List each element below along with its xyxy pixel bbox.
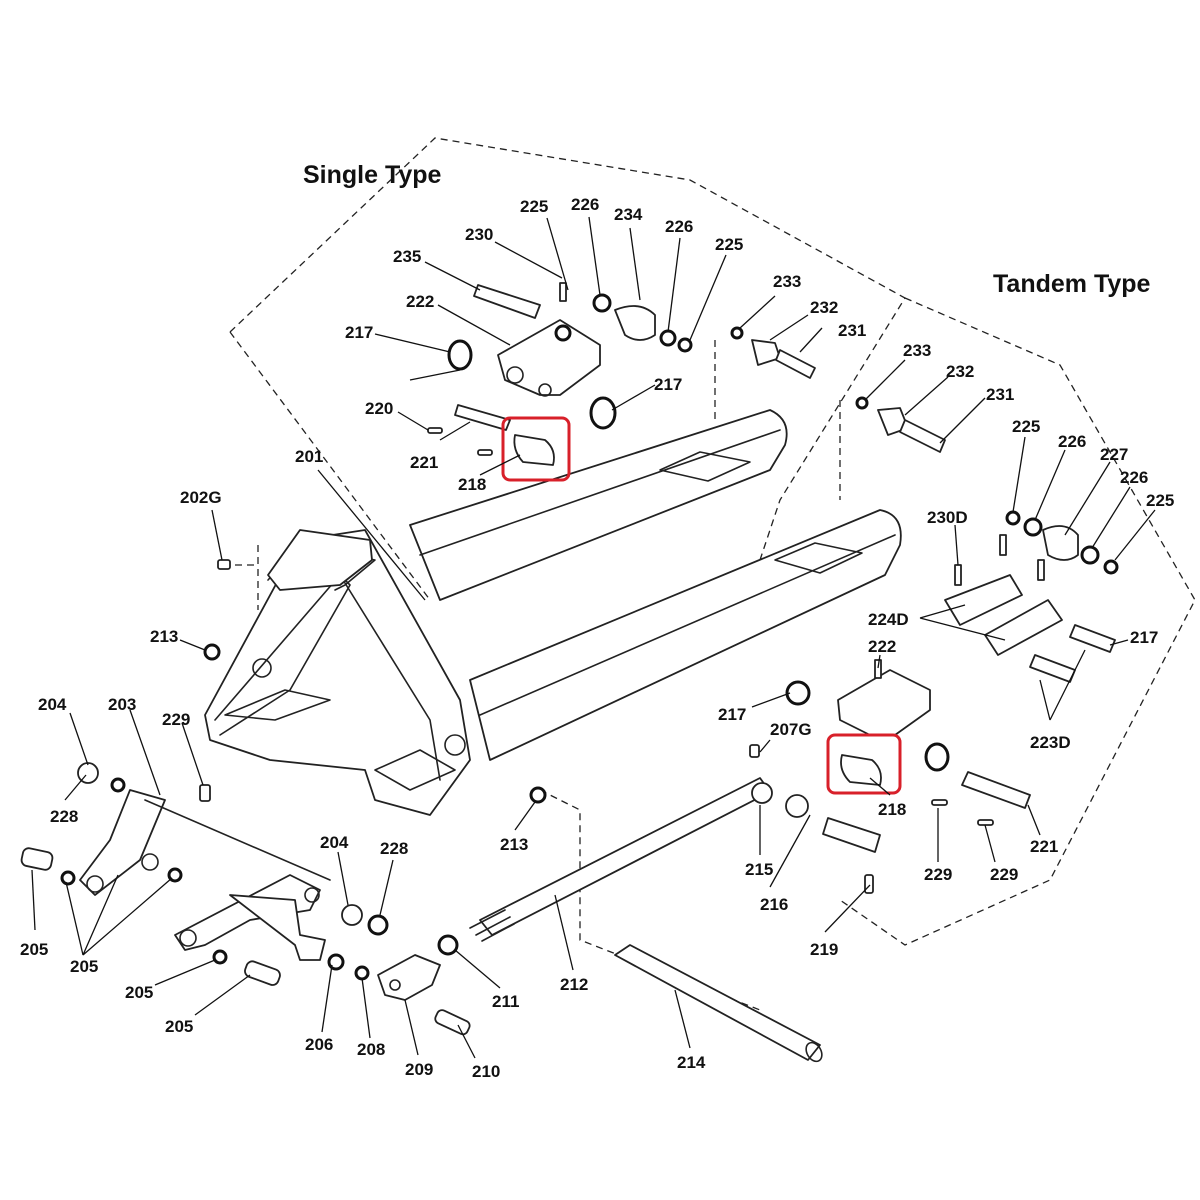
- label-219: 219: [810, 940, 838, 959]
- label-232: 232: [946, 362, 974, 381]
- title-tandem-type: Tandem Type: [993, 270, 1151, 298]
- label-202G: 202G: [180, 488, 222, 507]
- label-230: 230: [465, 225, 493, 244]
- label-204: 204: [320, 833, 349, 852]
- label-224D: 224D: [868, 610, 909, 629]
- label-217: 217: [718, 705, 746, 724]
- label-229: 229: [990, 865, 1018, 884]
- push-rod-212: [437, 777, 771, 956]
- label-204: 204: [38, 695, 67, 714]
- label-214: 214: [677, 1053, 706, 1072]
- label-211: 211: [492, 992, 519, 1011]
- tandem-wheel-assembly: [785, 396, 1119, 826]
- label-222: 222: [868, 637, 896, 656]
- upper-dashed-link: [235, 340, 716, 610]
- label-220: 220: [365, 399, 393, 418]
- label-216: 216: [760, 895, 788, 914]
- label-233: 233: [903, 341, 931, 360]
- label-225: 225: [1146, 491, 1174, 510]
- label-206: 206: [305, 1035, 333, 1054]
- label-217: 217: [345, 323, 373, 342]
- label-218: 218: [458, 475, 486, 494]
- label-213: 213: [500, 835, 528, 854]
- label-213: 213: [150, 627, 178, 646]
- label-235: 235: [393, 247, 421, 266]
- label-231: 231: [838, 321, 866, 340]
- label-227: 227: [1100, 445, 1128, 464]
- label-229: 229: [924, 865, 952, 884]
- single-wheel-assembly: [427, 282, 816, 466]
- highlight-218-tandem: [826, 733, 902, 795]
- label-201: 201: [295, 447, 323, 466]
- label-226: 226: [1120, 468, 1148, 487]
- label-217: 217: [1130, 628, 1158, 647]
- label-234: 234: [614, 205, 643, 224]
- axle-214: [614, 944, 823, 1063]
- label-222: 222: [406, 292, 434, 311]
- label-225: 225: [520, 197, 548, 216]
- label-207G: 207G: [770, 720, 812, 739]
- label-228: 228: [50, 807, 78, 826]
- single-type-boundary: [229, 137, 906, 601]
- pallet-frame-201: [204, 409, 902, 816]
- title-single-type: Single Type: [303, 161, 442, 189]
- label-210: 210: [472, 1062, 500, 1081]
- label-230D: 230D: [927, 508, 968, 527]
- ring-213-lower: [529, 786, 547, 804]
- label-221: 221: [1030, 837, 1058, 856]
- label-203: 203: [108, 695, 136, 714]
- label-223D: 223D: [1030, 733, 1071, 752]
- pump-linkage: [20, 559, 471, 1036]
- label-205: 205: [20, 940, 48, 959]
- label-221: 221: [410, 453, 438, 472]
- label-226: 226: [1058, 432, 1086, 451]
- highlight-218-single: [501, 416, 571, 482]
- leader-lines: [31, 216, 1156, 1059]
- ring-213-upper: [203, 643, 221, 661]
- label-233: 233: [773, 272, 801, 291]
- label-226: 226: [571, 195, 599, 214]
- label-226: 226: [665, 217, 693, 236]
- part-labels: 225 226 234 226 225 230 235 233 232 231 …: [20, 195, 1174, 1081]
- label-205: 205: [70, 957, 98, 976]
- label-212: 212: [560, 975, 588, 994]
- tandem-type-boundary: [839, 297, 1196, 946]
- label-229: 229: [162, 710, 190, 729]
- label-208: 208: [357, 1040, 385, 1059]
- label-205: 205: [125, 983, 153, 1002]
- label-215: 215: [745, 860, 773, 879]
- label-217: 217: [654, 375, 682, 394]
- label-231: 231: [986, 385, 1014, 404]
- label-228: 228: [380, 839, 408, 858]
- label-218: 218: [878, 800, 906, 819]
- label-232: 232: [810, 298, 838, 317]
- label-225: 225: [1012, 417, 1040, 436]
- label-225: 225: [715, 235, 743, 254]
- label-209: 209: [405, 1060, 433, 1079]
- label-205: 205: [165, 1017, 193, 1036]
